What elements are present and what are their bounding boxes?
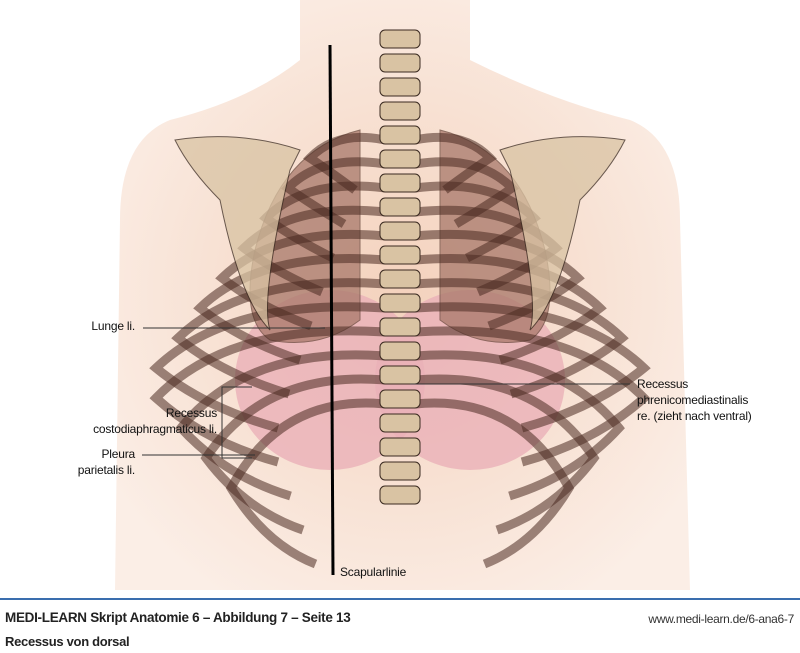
vertebra — [379, 341, 421, 361]
bracket-recessus — [221, 386, 252, 459]
rib-left — [149, 302, 386, 433]
label-recessus-costo: Recessus costodiaphragmaticus li. — [93, 405, 217, 437]
vertebra — [379, 125, 421, 145]
vertebra — [379, 485, 421, 505]
rib-right — [414, 132, 497, 194]
footer-title: MEDI-LEARN Skript Anatomie 6 – Abbildung… — [5, 610, 351, 625]
label-line: re. (zieht nach ventral) — [637, 409, 752, 423]
vertebra — [379, 173, 421, 193]
label-line: phrenicomediastinalis — [637, 393, 749, 407]
vertebra — [379, 389, 421, 409]
vertebra — [379, 245, 421, 265]
vertebra — [379, 437, 421, 457]
rib-left — [225, 398, 386, 569]
vertebra — [379, 293, 421, 313]
label-lunge: Lunge li. — [91, 319, 135, 333]
label-line: parietalis li. — [77, 463, 135, 477]
label-pleura: Pleura parietalis li. — [78, 446, 135, 478]
rib-left — [149, 326, 386, 467]
label-scapularlinie: Scapularlinie — [340, 565, 407, 579]
vertebra — [379, 461, 421, 481]
rib-right — [414, 302, 651, 433]
vertebra — [379, 149, 421, 169]
vertebra — [379, 101, 421, 121]
label-line: Recessus — [637, 377, 689, 391]
vertebra — [379, 197, 421, 217]
rib-right — [414, 350, 625, 501]
rib-left — [303, 132, 386, 194]
vertebra — [379, 77, 421, 97]
rib-right — [414, 326, 651, 467]
footer-url[interactable]: www.medi-learn.de/6-ana6-7 — [648, 612, 794, 626]
vertebra — [379, 221, 421, 241]
ribs — [149, 132, 651, 569]
rib-left — [200, 374, 386, 535]
scapula-left — [174, 136, 301, 331]
label-line: costodiaphragmaticus li. — [93, 422, 217, 436]
label-line: Pleura — [101, 447, 136, 461]
rib-left — [175, 350, 386, 501]
rib-right — [414, 398, 575, 569]
vertebra — [379, 365, 421, 385]
footer-divider — [0, 598, 800, 600]
scapula-right — [499, 136, 626, 331]
vertebra — [379, 317, 421, 337]
rib-right — [414, 374, 600, 535]
vertebra — [379, 269, 421, 289]
footer-subtitle: Recessus von dorsal — [5, 634, 130, 649]
label-recessus-phren: Recessus phrenicomediastinalis re. (zieh… — [637, 376, 752, 424]
vertebra — [379, 53, 421, 73]
spine — [379, 29, 421, 505]
thorax-illustration — [115, 0, 690, 590]
vertebra — [379, 29, 421, 49]
vertebra — [379, 413, 421, 433]
label-line: Recessus — [165, 406, 217, 420]
scapular-line — [328, 44, 335, 576]
